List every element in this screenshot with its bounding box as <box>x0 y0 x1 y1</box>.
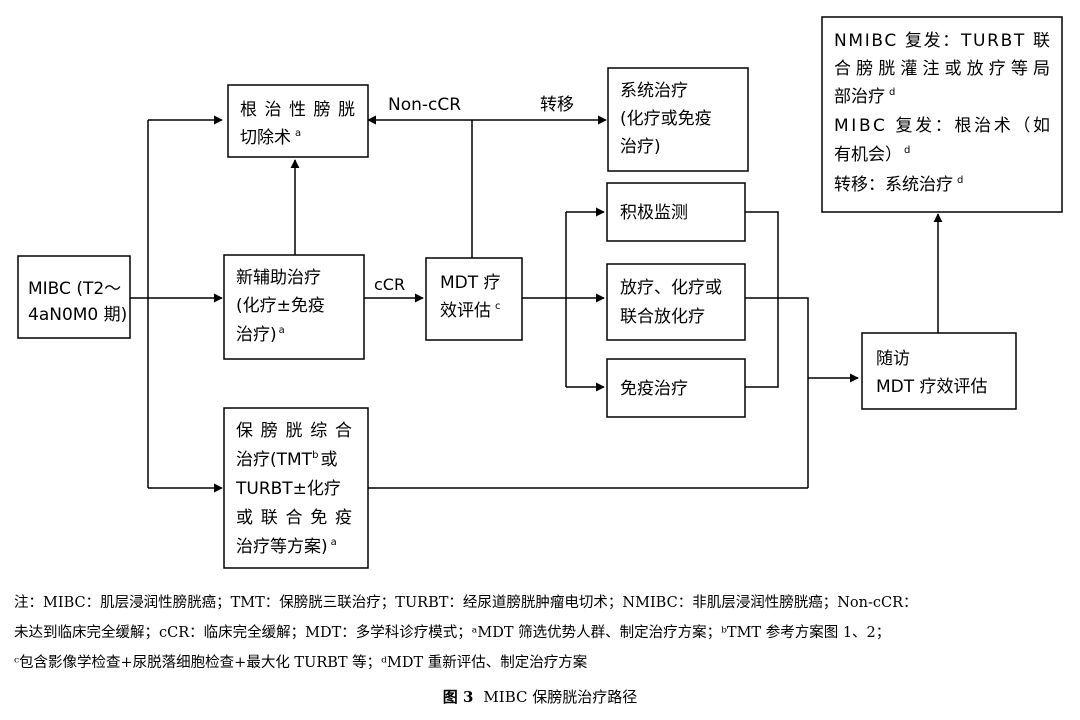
systemic-line-1: 系统治疗 <box>620 81 688 101</box>
radical-footnote-a: a <box>295 128 301 139</box>
bladder-sparing-line-1: 保膀胱综合 <box>236 421 352 441</box>
figure-number: 图 3 <box>442 688 474 706</box>
mibc-line-1: MIBC (T2～ <box>28 279 121 299</box>
figure-caption: 图 3 MIBC 保膀胱治疗路径 <box>0 686 1080 707</box>
box-mdt-evaluation <box>425 257 523 341</box>
box-followup <box>861 332 1017 410</box>
edge-label-non-ccr: Non-cCR <box>388 95 461 115</box>
notes-line-2: 未达到临床完全缓解；cCR：临床完全缓解；MDT：多学科诊疗模式；ᵃMDT 筛选… <box>14 625 891 641</box>
radical-line-1: 根治性膀胱 <box>240 100 355 120</box>
followup-line-1: 随访 <box>876 349 910 369</box>
bladder-sparing-footnote-a: a <box>331 537 337 548</box>
box-chemoradiation <box>606 263 746 341</box>
notes-line-3: ᶜ包含影像学检查+尿脱落细胞检查+最大化 TURBT 等；ᵈMDT 重新评估、制… <box>14 655 588 671</box>
neoadjuvant-line-3: 治疗)a <box>236 325 285 345</box>
chemoradiation-line-1: 放疗、化疗或 <box>620 278 722 298</box>
edge-label-metastasis: 转移 <box>540 95 574 115</box>
connectors <box>130 115 943 493</box>
systemic-line-3: 治疗) <box>620 137 661 157</box>
line-surveillance-merge <box>745 211 779 388</box>
box-bladder-sparing <box>223 407 369 569</box>
box-neoadjuvant <box>223 254 365 360</box>
systemic-line-2: (化疗或免疫 <box>620 109 712 129</box>
mdt-line-1: MDT 疗 <box>440 273 501 293</box>
mdt-footnote-c: c <box>495 301 501 312</box>
box-systemic-therapy <box>607 67 749 172</box>
recurrence-line-1: NMIBC 复发：TURBT 联 <box>834 31 1050 51</box>
notes-line-1: 注：MIBC：肌层浸润性膀胱癌；TMT：保膀胱三联治疗；TURBT：经尿道膀胱肿… <box>14 595 918 611</box>
recurrence-line-4: MIBC 复发：根治术（如 <box>834 116 1050 136</box>
box-recurrence <box>821 16 1063 213</box>
surveillance-label: 积极监测 <box>620 203 688 223</box>
neoadjuvant-footnote-a: a <box>279 325 285 336</box>
recurrence-footnote-d-3: d <box>957 175 963 186</box>
box-radical-cystectomy <box>227 84 369 158</box>
bladder-sparing-line-5: 治疗等方案)a <box>236 537 337 557</box>
recurrence-line-5: 有机会）d <box>834 145 910 165</box>
recurrence-footnote-d-2: d <box>904 145 910 156</box>
box-mibc <box>17 255 131 339</box>
chemoradiation-line-2: 联合放化疗 <box>620 307 705 327</box>
box-immunotherapy <box>606 358 746 418</box>
figure-notes: 注：MIBC：肌层浸润性膀胱癌；TMT：保膀胱三联治疗；TURBT：经尿道膀胱肿… <box>14 588 1074 678</box>
bladder-sparing-line-4: 或联合免疫 <box>236 508 352 528</box>
bladder-sparing-footnote-b: b <box>312 450 318 461</box>
bladder-sparing-line-3: TURBT±化疗 <box>235 479 341 499</box>
followup-line-2: MDT 疗效评估 <box>876 377 988 397</box>
bladder-sparing-or: 或 <box>320 450 337 470</box>
recurrence-footnote-d-1: d <box>889 87 895 98</box>
neoadjuvant-line-1: 新辅助治疗 <box>236 268 321 288</box>
figure-title: MIBC 保膀胱治疗路径 <box>483 688 638 706</box>
immunotherapy-label: 免疫治疗 <box>620 379 688 399</box>
line-chemoradiation-out <box>745 297 809 488</box>
mibc-line-2: 4aN0M0 期) <box>28 305 127 325</box>
neoadjuvant-line-2: (化疗±免疫 <box>236 296 325 316</box>
edge-label-ccr: cCR <box>374 275 405 294</box>
box-active-surveillance <box>606 182 746 242</box>
